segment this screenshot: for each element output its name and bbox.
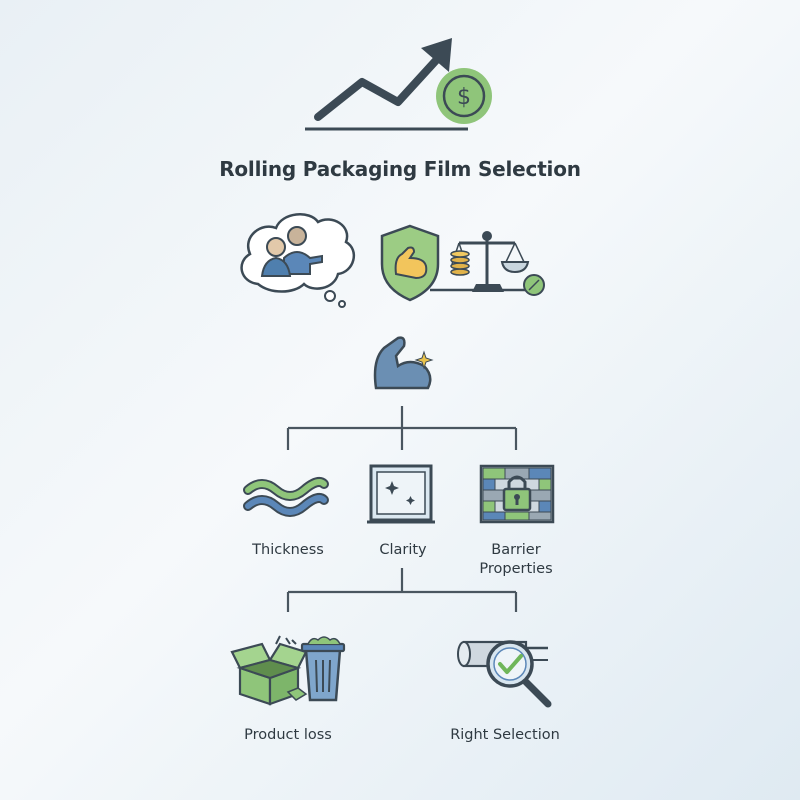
- right-selection-label: Right Selection: [450, 727, 560, 743]
- strength-shield-icon: [380, 224, 440, 302]
- brick-wall-padlock-icon: [479, 464, 555, 524]
- clarity-label: Clarity: [379, 542, 427, 558]
- wavy-layers-icon: [243, 477, 329, 517]
- dollar-coin-icon: $: [436, 68, 492, 124]
- magnifier-check-icon: [486, 640, 552, 708]
- clear-window-icon: [367, 464, 435, 524]
- product-loss-label: Product loss: [244, 727, 332, 743]
- svg-text:$: $: [457, 85, 471, 110]
- barrier-label-line2: Properties: [479, 561, 553, 577]
- barrier-properties-label: Barrier Properties: [456, 541, 576, 579]
- balance-scale-icon: [430, 231, 545, 296]
- barrier-label-line1: Barrier: [491, 542, 541, 558]
- flexed-arm-icon: [373, 336, 434, 390]
- open-box-icon: [230, 635, 308, 706]
- connector-lines: [286, 406, 518, 612]
- growth-arrow-icon: [305, 38, 468, 131]
- diagram-title: Rolling Packaging Film Selection: [219, 157, 581, 181]
- thickness-label: Thickness: [252, 542, 324, 558]
- trash-bin-icon: [300, 636, 346, 702]
- consultation-bubble-icon: [240, 213, 356, 308]
